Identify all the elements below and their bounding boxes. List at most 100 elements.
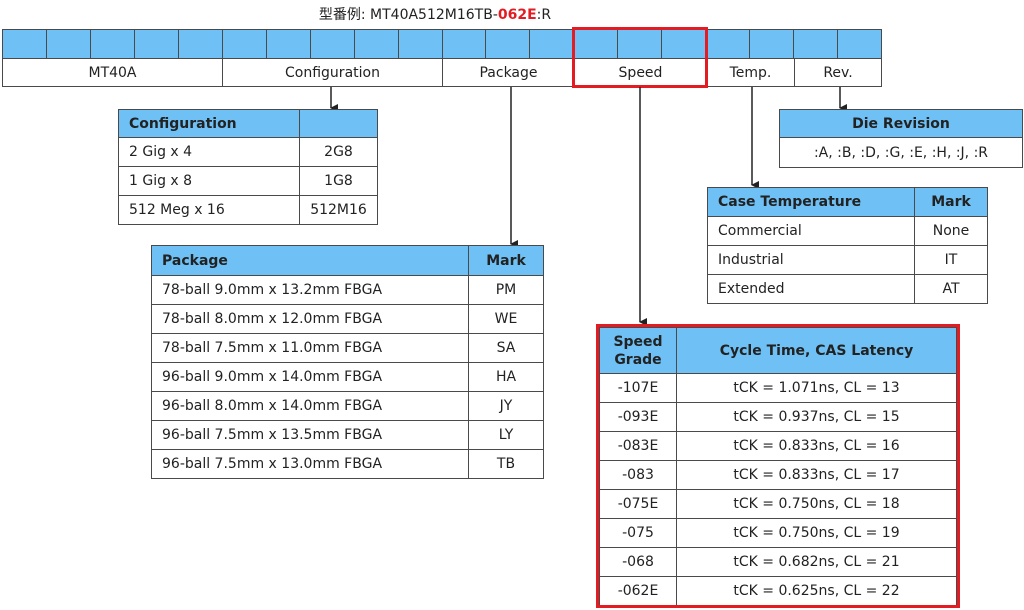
package-cell: 96-ball 7.5mm x 13.0mm FBGA <box>151 449 469 479</box>
package-cell: 78-ball 7.5mm x 11.0mm FBGA <box>151 333 469 363</box>
temperature-mark-cell: IT <box>914 245 988 275</box>
cycle-time-cell: tCK = 0.833ns, CL = 17 <box>676 460 957 490</box>
cell <box>837 29 883 59</box>
package-mark-cell: JY <box>468 391 544 421</box>
table-row: Industrial IT <box>707 245 988 275</box>
configuration-mark-header <box>299 109 378 138</box>
cell <box>793 29 838 59</box>
speed-field-highlight <box>572 27 708 88</box>
field-package: Package <box>442 58 574 87</box>
package-mark-cell: PM <box>468 275 544 305</box>
temperature-mark-header: Mark <box>914 187 988 217</box>
speed-grade-cell: -093E <box>599 402 677 432</box>
package-cell: 78-ball 9.0mm x 13.2mm FBGA <box>151 275 469 305</box>
package-mark-cell: LY <box>468 420 544 450</box>
field-rev: Rev. <box>794 58 882 87</box>
package-mark-cell: WE <box>468 304 544 334</box>
speed-grade-cell: -083E <box>599 431 677 461</box>
table-row: -075E tCK = 0.750ns, CL = 18 <box>599 489 957 519</box>
table-row: -068 tCK = 0.682ns, CL = 21 <box>599 547 957 577</box>
field-mt40a: MT40A <box>2 58 222 87</box>
cycle-time-cell: tCK = 1.071ns, CL = 13 <box>676 373 957 403</box>
package-cell: 96-ball 9.0mm x 14.0mm FBGA <box>151 362 469 392</box>
temperature-mark-cell: AT <box>914 274 988 304</box>
package-cell: 96-ball 7.5mm x 13.5mm FBGA <box>151 420 469 450</box>
table-row: 78-ball 8.0mm x 12.0mm FBGA WE <box>151 304 544 334</box>
speed-table-highlight <box>596 324 960 608</box>
cycle-time-cell: tCK = 0.937ns, CL = 15 <box>676 402 957 432</box>
configuration-cell: 1 Gig x 8 <box>118 166 300 196</box>
table-row: 78-ball 7.5mm x 11.0mm FBGA SA <box>151 333 544 363</box>
package-mark-cell: TB <box>468 449 544 479</box>
table-row: 78-ball 9.0mm x 13.2mm FBGA PM <box>151 275 544 305</box>
configuration-table: Configuration 2 Gig x 4 2G8 1 Gig x 8 1G… <box>118 109 378 225</box>
configuration-header: Configuration <box>118 109 300 138</box>
table-row: 96-ball 7.5mm x 13.0mm FBGA TB <box>151 449 544 479</box>
temperature-cell: Extended <box>707 274 915 304</box>
die-revision-values: :A, :B, :D, :G, :E, :H, :J, :R <box>779 137 1023 168</box>
package-mark-header: Mark <box>468 245 544 276</box>
part-number-suffix: :R <box>536 7 552 23</box>
table-row: 512 Meg x 16 512M16 <box>118 195 378 225</box>
temperature-cell: Commercial <box>707 216 915 246</box>
part-number-example: 型番例: MT40A512M16TB-062E:R <box>0 4 870 24</box>
table-row: -093E tCK = 0.937ns, CL = 15 <box>599 402 957 432</box>
speed-grade-cell: -075 <box>599 518 677 548</box>
cycle-time-cell: tCK = 0.750ns, CL = 18 <box>676 489 957 519</box>
table-row: Extended AT <box>707 274 988 304</box>
field-labels: MT40A Configuration Package Speed Temp. … <box>2 58 882 87</box>
part-number-speed-highlight: 062E <box>497 7 537 23</box>
field-configuration: Configuration <box>222 58 442 87</box>
die-revision-table: Die Revision :A, :B, :D, :G, :E, :H, :J,… <box>779 109 1023 168</box>
package-mark-cell: HA <box>468 362 544 392</box>
field-temp: Temp. <box>706 58 794 87</box>
temperature-mark-cell: None <box>914 216 988 246</box>
configuration-mark-cell: 2G8 <box>299 137 378 167</box>
cell <box>485 29 530 59</box>
table-row: 96-ball 8.0mm x 14.0mm FBGA JY <box>151 391 544 421</box>
temperature-cell: Industrial <box>707 245 915 275</box>
temperature-header: Case Temperature <box>707 187 915 217</box>
package-header: Package <box>151 245 469 276</box>
configuration-cell: 512 Meg x 16 <box>118 195 300 225</box>
package-cell: 96-ball 8.0mm x 14.0mm FBGA <box>151 391 469 421</box>
speed-grade-header: Speed Grade <box>599 327 677 374</box>
table-row: 96-ball 9.0mm x 14.0mm FBGA HA <box>151 362 544 392</box>
table-row: 96-ball 7.5mm x 13.5mm FBGA LY <box>151 420 544 450</box>
table-row: -083E tCK = 0.833ns, CL = 16 <box>599 431 957 461</box>
cell <box>749 29 794 59</box>
die-revision-header: Die Revision <box>779 109 1023 138</box>
configuration-mark-cell: 1G8 <box>299 166 378 196</box>
table-row: -107E tCK = 1.071ns, CL = 13 <box>599 373 957 403</box>
cell <box>441 29 486 59</box>
cycle-time-cell: tCK = 0.625ns, CL = 22 <box>676 576 957 606</box>
table-row: 1 Gig x 8 1G8 <box>118 166 378 196</box>
table-row: :A, :B, :D, :G, :E, :H, :J, :R <box>779 137 1023 168</box>
speed-grade-cell: -107E <box>599 373 677 403</box>
cycle-time-cell: tCK = 0.833ns, CL = 16 <box>676 431 957 461</box>
speed-grade-cell: -062E <box>599 576 677 606</box>
field-speed: Speed <box>574 58 706 87</box>
cycle-time-cell: tCK = 0.682ns, CL = 21 <box>676 547 957 577</box>
table-row: 2 Gig x 4 2G8 <box>118 137 378 167</box>
configuration-mark-cell: 512M16 <box>299 195 378 225</box>
table-row: -083 tCK = 0.833ns, CL = 17 <box>599 460 957 490</box>
part-number-prefix: 型番例: MT40A512M16TB- <box>318 7 498 23</box>
table-row: -075 tCK = 0.750ns, CL = 19 <box>599 518 957 548</box>
speed-grade-cell: -068 <box>599 547 677 577</box>
speed-grade-header-line1: Speed <box>613 333 663 350</box>
package-mark-cell: SA <box>468 333 544 363</box>
configuration-cell: 2 Gig x 4 <box>118 137 300 167</box>
speed-grade-table: Speed Grade Cycle Time, CAS Latency -107… <box>599 327 957 606</box>
cell <box>353 29 398 59</box>
table-row: Commercial None <box>707 216 988 246</box>
temperature-table: Case Temperature Mark Commercial None In… <box>707 187 988 304</box>
package-table: Package Mark 78-ball 9.0mm x 13.2mm FBGA… <box>151 245 544 479</box>
table-row: -062E tCK = 0.625ns, CL = 22 <box>599 576 957 606</box>
cycle-time-header: Cycle Time, CAS Latency <box>676 327 957 374</box>
cycle-time-cell: tCK = 0.750ns, CL = 19 <box>676 518 957 548</box>
speed-grade-cell: -083 <box>599 460 677 490</box>
package-cell: 78-ball 8.0mm x 12.0mm FBGA <box>151 304 469 334</box>
speed-grade-header-line2: Grade <box>614 351 662 368</box>
